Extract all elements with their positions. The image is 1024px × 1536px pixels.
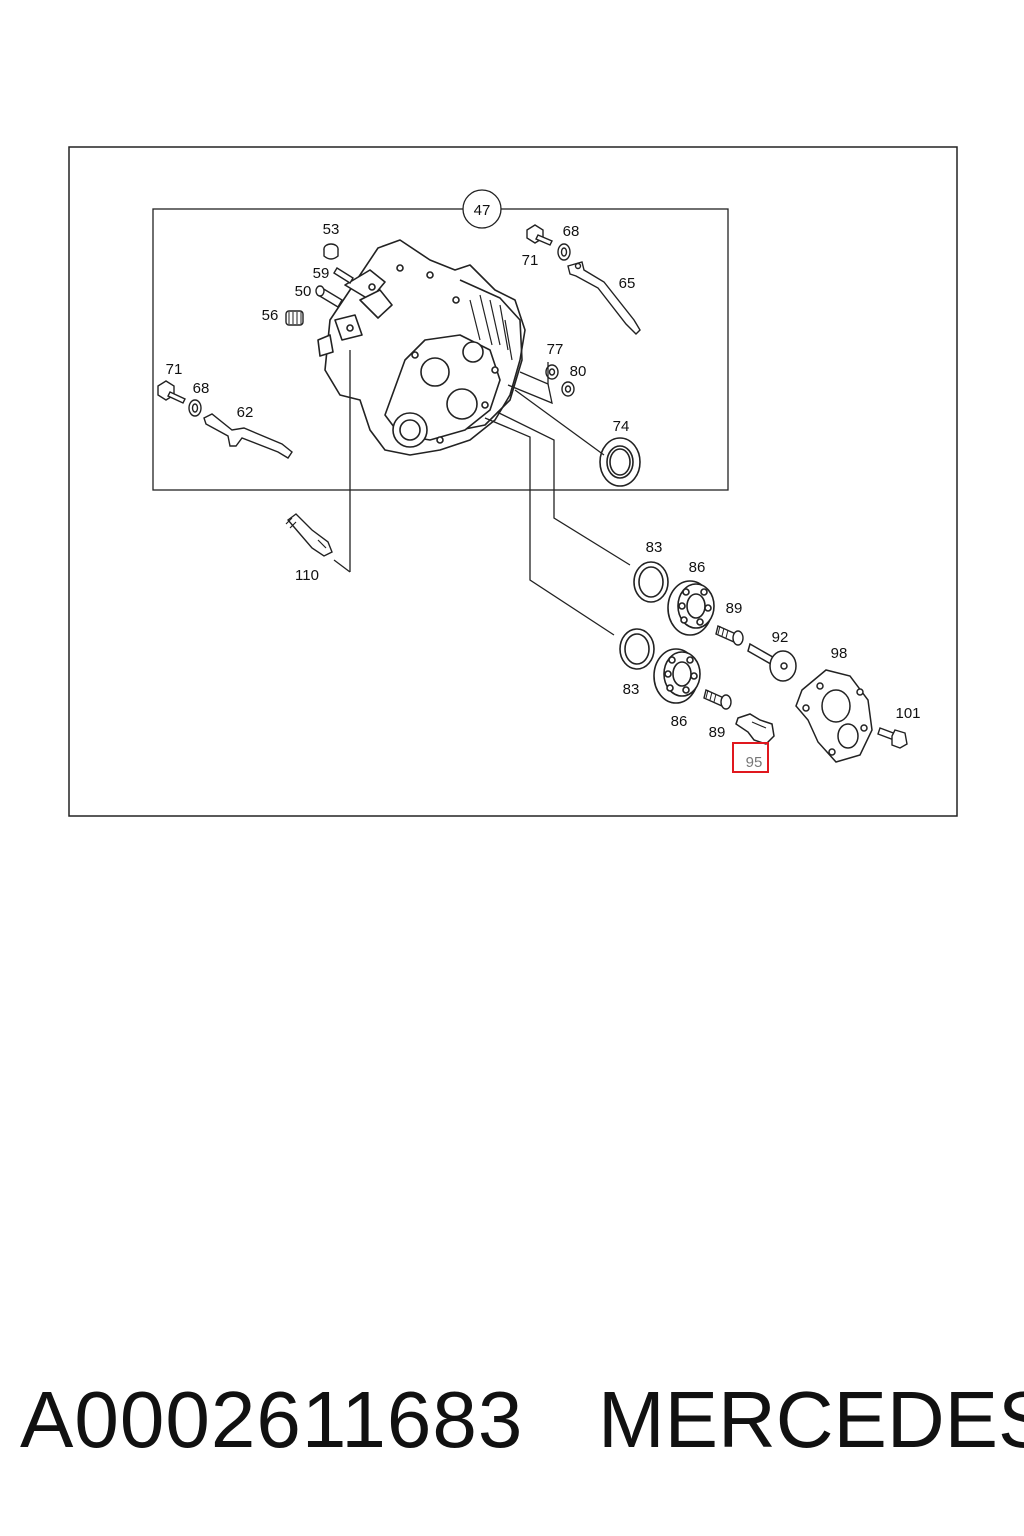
part-89-screw-lower — [703, 689, 732, 710]
callout-74: 74 — [613, 418, 630, 435]
part-110-sensor — [285, 513, 333, 557]
part-86-bearing-upper — [667, 580, 715, 636]
callout-77: 77 — [547, 341, 564, 358]
part-101-bolt — [877, 727, 908, 749]
callout-50: 50 — [295, 283, 312, 300]
part-98-cover — [795, 669, 873, 763]
part-59-pin — [333, 267, 354, 284]
exploded-parts-diagram: 47 — [68, 146, 958, 817]
diagram-frame — [68, 146, 958, 817]
group-label-47: 47 — [462, 189, 502, 229]
part-68-washer-top — [557, 243, 571, 261]
part-83-snap-ring-lower — [619, 628, 655, 670]
callout-71-left: 71 — [166, 361, 183, 378]
part-71-bolt-left — [157, 380, 186, 404]
callout-62: 62 — [237, 404, 254, 421]
part-92-shaft — [747, 642, 797, 682]
part-65-bracket — [567, 261, 641, 335]
callout-labels: 53 59 50 56 71 68 65 71 68 62 77 80 74 1… — [166, 221, 921, 741]
svg-text:95: 95 — [746, 754, 763, 771]
part-74-seal — [599, 437, 641, 487]
group-frame — [152, 208, 729, 491]
callout-59: 59 — [313, 265, 330, 282]
part-53-dowel — [323, 243, 339, 260]
leader-lines — [333, 350, 631, 636]
svg-text:47: 47 — [474, 202, 491, 219]
part-83-snap-ring-upper — [633, 561, 669, 603]
part-68-washer-left — [188, 399, 202, 417]
callout-89-upper: 89 — [726, 600, 743, 617]
callout-83-lower: 83 — [623, 681, 640, 698]
callout-110: 110 — [295, 567, 319, 584]
part-89-screw-upper — [715, 625, 744, 646]
part-77-ring — [545, 364, 559, 380]
part-56-bearing — [285, 310, 304, 326]
part-86-bearing-lower — [653, 648, 701, 704]
part-80-ring — [561, 381, 575, 397]
callout-68-left: 68 — [193, 380, 210, 397]
part-number: A0002611683 — [20, 1375, 524, 1464]
callout-98: 98 — [831, 645, 848, 662]
callout-86-lower: 86 — [671, 713, 688, 730]
callout-53: 53 — [323, 221, 340, 238]
callout-83-upper: 83 — [646, 539, 663, 556]
part-50-sleeve — [315, 285, 343, 308]
callout-71-top: 71 — [522, 252, 539, 269]
part-62-bracket — [203, 413, 293, 459]
brand-name: MERCEDES — [598, 1375, 1024, 1464]
part-95-clip — [735, 713, 775, 745]
callout-80: 80 — [570, 363, 587, 380]
callout-56: 56 — [262, 307, 279, 324]
callout-92: 92 — [772, 629, 789, 646]
callout-86-upper: 86 — [689, 559, 706, 576]
callout-65: 65 — [619, 275, 636, 292]
part-71-bolt-top — [526, 224, 553, 246]
footer: A0002611683 MERCEDES — [0, 1365, 1024, 1475]
callout-89-lower: 89 — [709, 724, 726, 741]
highlighted-callout-95[interactable]: 95 — [732, 742, 769, 773]
callout-68-top: 68 — [563, 223, 580, 240]
callout-101: 101 — [895, 705, 920, 722]
transmission-housing — [317, 239, 526, 456]
